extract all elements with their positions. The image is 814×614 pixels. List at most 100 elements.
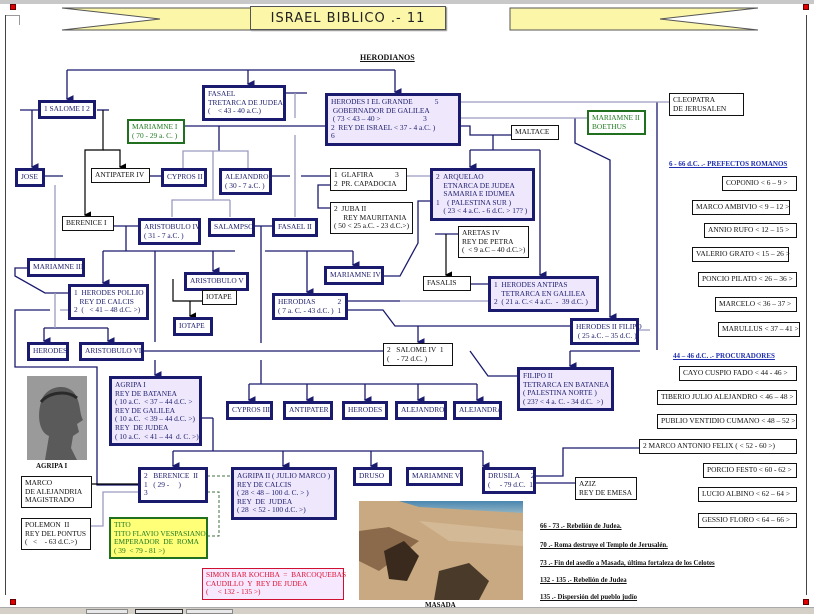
node-herodes-ii-filipo: HERODES II FILIPO ( 25 a.C. – 35 d.C. ) xyxy=(570,318,642,346)
node-text-line: 6 xyxy=(331,131,335,141)
masada-photo-caption: MASADA xyxy=(425,601,456,609)
node-text-line: MALTACE xyxy=(515,127,550,136)
event-item: 132 - 135 .- Rebelión de Judea xyxy=(540,577,627,584)
node-text-line: HERODES xyxy=(348,405,383,414)
node-text-line: ( 10 a.C. < 41 – 44 d. C. >) xyxy=(115,431,199,441)
prefecto-item: VALERIO GRATO < 15 – 26 > xyxy=(692,247,790,262)
procurador-item: CAYO CUSPIO FADO < 44 - 46 > xyxy=(679,366,797,381)
node-text-line: ( 70 - 29 a. C. ) xyxy=(132,130,178,140)
node-maltace: MALTACE xyxy=(511,125,559,140)
node-iotape: IOTAPE xyxy=(173,317,213,336)
node-text-line: ( < 132 - 135 >) xyxy=(206,587,261,597)
node-text-line: HERODES xyxy=(33,346,68,355)
node-text-line: REY DEL PONTUS xyxy=(25,528,87,538)
node-drusila: DRUSILA 2( - 79 d.C. 1 xyxy=(482,467,536,495)
node-alejandro: ALEJANDRO( 30 - 7 a.C. ) xyxy=(219,168,272,196)
node-text-line: 2 BERENICE II xyxy=(144,471,198,480)
handle-marker[interactable] xyxy=(10,599,16,605)
node-text-line: ( < 43 - 40 a.C.) xyxy=(208,106,262,116)
node-text-line: ( - 79 d.C. 1 xyxy=(488,479,533,489)
node-antipater: ANTIPATER xyxy=(283,401,333,420)
node-text-line: ( PALESTINA NORTE ) xyxy=(523,388,597,398)
node-text-line: IOTAPE xyxy=(179,321,205,330)
node-text-line: DE ALEJANDRIA xyxy=(25,486,83,496)
node-text-line: SALAMPSO xyxy=(214,222,254,231)
masada-photo-image xyxy=(359,501,523,600)
handle-marker[interactable] xyxy=(803,599,809,605)
procurador-item: GESSIO FLORO < 64 – 66 > xyxy=(698,513,797,528)
prefectos-heading: 6 - 66 d.C. .- PREFECTOS ROMANOS xyxy=(669,160,788,168)
node-text-line: ARISTOBULO VI xyxy=(85,346,142,355)
node-text-line: REY DE GALILEA xyxy=(115,405,176,415)
node-text-line: ( < - 63 d.C.>) xyxy=(25,537,78,547)
node-text-line: MARIAMNE IV xyxy=(330,270,381,279)
node-agripa-ii: AGRIPA II ( JULIO MARCO )REY DE CALCIS( … xyxy=(231,467,337,520)
node-text-line: HERODIAS 2 xyxy=(278,297,342,306)
view-button[interactable] xyxy=(86,609,128,614)
prefecto-item: MARCO AMBIVIO < 9 – 12 > xyxy=(692,200,790,215)
node-text-line: CYPROS II xyxy=(167,172,203,181)
node-text-line: ALEJANDRA xyxy=(459,405,503,414)
node-text-line: EMPERADOR DE ROMA xyxy=(114,537,199,547)
event-item: 70 .- Roma destruye el Templo de Jerusal… xyxy=(540,542,668,549)
event-item: 135 .- Dispersión del pueblo judío xyxy=(540,594,638,601)
handle-marker[interactable] xyxy=(803,4,809,10)
node-text-line: MARCO xyxy=(25,478,53,487)
node-text-line: ARISTOBULO V xyxy=(190,276,244,285)
node-text-line: 3 xyxy=(144,488,148,498)
view-button[interactable] xyxy=(135,609,183,614)
node-text-line: HERODES I EL GRANDE 5 xyxy=(331,97,439,106)
node-arquelao: 2 ARQUELAO ETNARCA DE JUDEA SAMARIA E ID… xyxy=(430,168,535,221)
node-text-line: REY DE CALCIS xyxy=(237,479,292,489)
corner-mark xyxy=(5,15,20,25)
node-mariamne-i: MARIAMNE I( 70 - 29 a. C. ) xyxy=(127,119,185,145)
prefecto-item: ANNIO RUFO < 12 – 15 > xyxy=(704,223,797,238)
window-bottom-bar xyxy=(0,607,814,614)
node-text-line: MARIAMNE I xyxy=(132,122,178,131)
node-text-line: SAMARIA E IDUMEA xyxy=(436,189,515,199)
node-text-line: 2 ARQUELAO xyxy=(436,172,484,181)
procurador-item: 2 MARCO ANTONIO FELIX ( < 52 - 60 >) xyxy=(639,439,797,454)
node-text-line: REY DE CALCIS xyxy=(74,296,134,306)
node-text-line: CAUDILLO Y REY DE JUDEA xyxy=(206,578,308,588)
node-text-line: ( 31 - 7 a.C. ) xyxy=(144,230,184,240)
agripa-portrait-caption: AGRIPA I xyxy=(36,462,68,470)
node-text-line: ANTIPATER IV xyxy=(95,170,145,179)
node-text-line: ( < 9 a.C – 40 d.C.>) xyxy=(462,245,526,255)
node-jose: JOSE xyxy=(15,168,45,187)
node-text-line: ( 23 < 4 a.C. - 6 d.C. > 17? ) xyxy=(436,206,528,216)
title-banner xyxy=(61,7,759,31)
node-text-line: 1 HERODES ANTIPAS xyxy=(494,280,568,289)
prefecto-item: COPONIO < 6 – 9 > xyxy=(722,176,797,191)
node-herodes: HERODES xyxy=(27,342,69,361)
view-button[interactable] xyxy=(186,609,233,614)
node-herodes: HERODES xyxy=(342,401,388,420)
node-text-line: BERENICE I xyxy=(66,218,107,227)
node-text-line: MARIAMNE V xyxy=(412,471,461,480)
node-text-line: ( 23? < 4 a. C. - 34 d.C. >) xyxy=(523,396,604,406)
procuradores-heading: 44 – 46 d.C. .- PROCURADORES xyxy=(673,352,775,360)
node-juba-ii: 2 JUBA II REY MAURITANIA( 50 < 25 a.C. -… xyxy=(330,202,413,234)
node-text-line: 1 ( 29 - ) xyxy=(144,479,181,489)
node-text-line: ( - 72 d.C. ) xyxy=(387,353,428,363)
node-text-line: 2 REY DE ISRAEL < 37 - 4 a.C. ) xyxy=(331,122,436,132)
node-text-line: 1 HERODES POLLIO xyxy=(74,288,144,297)
prefecto-item: MARULLUS < 37 – 41 > xyxy=(718,322,800,337)
node-text-line: ( 30 - 7 a.C. ) xyxy=(225,180,265,190)
handle-marker[interactable] xyxy=(10,4,16,10)
node-text-line: ALEJANDRO xyxy=(225,172,269,181)
node-text-line: GOBERNADOR DE GALILEA xyxy=(331,105,430,115)
event-item: 66 - 73 .- Rebelión de Judea. xyxy=(540,523,622,530)
node-text-line: FASALIS xyxy=(427,278,457,287)
procurador-item: PUBLIO VENTIDIO CUMANO < 48 – 52 > xyxy=(657,414,797,429)
node-text-line: JOSE xyxy=(21,172,38,181)
node-berenice-i: BERENICE I xyxy=(62,216,114,231)
procurador-item: TIBERIO JULIO ALEJANDRO < 46 – 48 > xyxy=(657,390,797,405)
node-text-line: 2 PR. CAPADOCIA xyxy=(334,178,397,188)
